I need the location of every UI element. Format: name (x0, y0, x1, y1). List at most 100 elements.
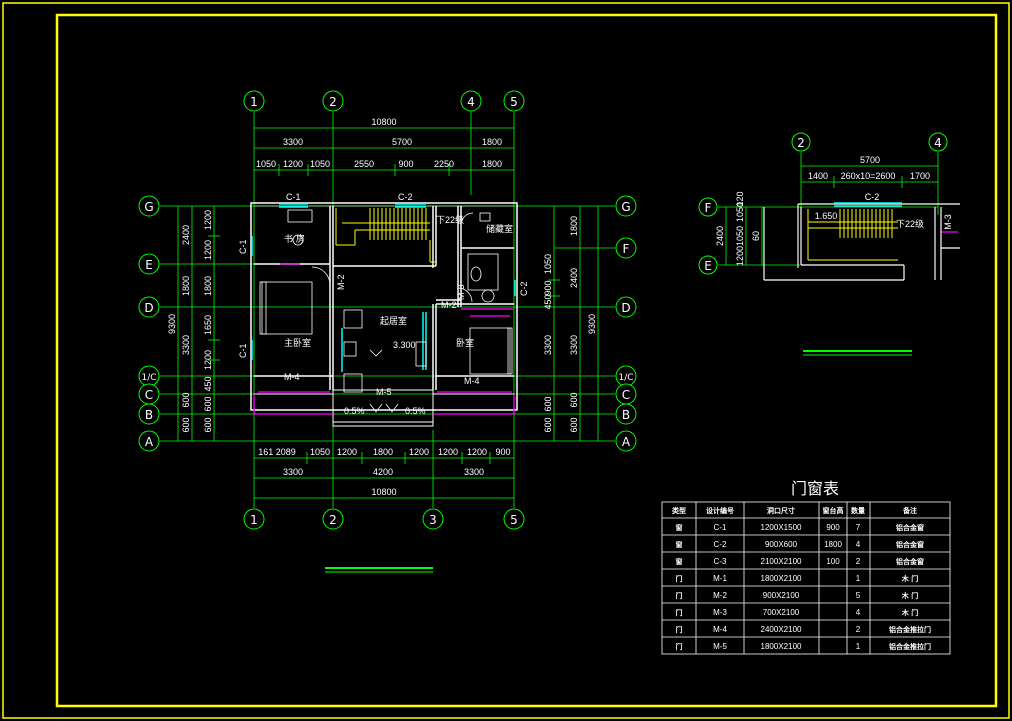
table-grid (661, 501, 951, 655)
table-header-qty: 数量 (851, 506, 865, 515)
bottom-dim-row1-4: 1200 (409, 447, 429, 457)
table-cell-type: 门 (676, 642, 683, 651)
plan-title-underline (325, 567, 433, 573)
table-cell-size: 700X2100 (763, 608, 800, 617)
table-cell-code: C-2 (714, 540, 727, 549)
table-cell-note: 铝合金窗 (896, 540, 924, 549)
left-dim-row2-3: 600 (181, 392, 191, 407)
table-cell-qty: 5 (856, 591, 861, 600)
detail-walls (763, 203, 960, 281)
left-dim-row3-7: 600 (203, 417, 213, 432)
table-cell-code: M-2 (713, 591, 727, 600)
table-cell-note: 木 门 (901, 591, 918, 600)
left-dim-row2-1: 1800 (181, 276, 191, 296)
table-cell-size: 2400X2100 (761, 625, 802, 634)
detail-axis-F: F (705, 201, 712, 215)
detail-axis-E: E (704, 259, 712, 273)
top-dim-row2-2: 1800 (482, 137, 502, 147)
detail-title-underline (803, 350, 912, 356)
room-master-bedroom: 主卧室 (284, 337, 311, 349)
top-dim-row3-3: 2550 (354, 159, 374, 169)
label-c1-left-b: C-1 (238, 343, 248, 358)
table-cell-note: 木 门 (901, 574, 918, 583)
axis-label-left-1C: 1/C (141, 373, 156, 383)
door-swings (311, 212, 474, 413)
table-cell-size: 1200X1500 (761, 523, 802, 532)
room-study: 书 房 (284, 233, 305, 245)
axis-label-top-4: 4 (467, 95, 475, 109)
doors (253, 263, 515, 415)
axis-label-right-F: F (623, 242, 630, 256)
detail-axis-2: 2 (797, 136, 805, 150)
axis-bubbles (138, 90, 637, 530)
table-header-note: 备注 (902, 506, 917, 515)
axis-label-right-1C: 1/C (618, 373, 633, 383)
bottom-dim-row1-3: 1800 (373, 447, 393, 457)
axis-label-right-C: C (622, 388, 630, 402)
axis-label-top-1: 1 (250, 95, 258, 109)
label-c2-right: C-2 (519, 281, 529, 296)
axis-label-bottom-3: 3 (429, 513, 437, 527)
right-dim-row2-3: 600 (569, 392, 579, 407)
detail-windows (834, 202, 902, 207)
label-m5: M-5 (376, 387, 392, 397)
furniture (259, 209, 513, 393)
right-dim-row2-2: 3300 (569, 335, 579, 355)
table-cell-note: 铝合金推拉门 (889, 625, 931, 634)
horizontal-axis-lines (160, 205, 615, 442)
axis-label-top-2: 2 (329, 95, 337, 109)
bottom-dim-row1-5: 1200 (438, 447, 458, 457)
table-cell-size: 2100X2100 (761, 557, 802, 566)
left-dim-row3-2: 1800 (203, 276, 213, 296)
table-cell-size: 1800X2100 (761, 574, 802, 583)
table-cell-note: 铝合金推拉门 (889, 642, 931, 651)
left-dim-row3-6: 600 (203, 396, 213, 411)
table-cell-type: 门 (676, 574, 683, 583)
table-cell-sill: 900 (826, 523, 840, 532)
bottom-dim-row2-1: 4200 (373, 467, 393, 477)
right-dim-row3-5: 600 (543, 417, 553, 432)
bottom-dim-row1-6: 1200 (467, 447, 487, 457)
table-cell-code: M-5 (713, 642, 727, 651)
label-m3: M-3 (456, 285, 466, 301)
table-header-size: 洞口尺寸 (767, 506, 795, 515)
detail-left-dim-2: 1050 (735, 226, 745, 246)
bottom-dim-row2-2: 3300 (464, 467, 484, 477)
label-level: 3.300 (393, 340, 416, 350)
axis-label-left-G: G (144, 200, 153, 214)
bottom-dim-row1-0: 161 2089 (258, 447, 296, 457)
bottom-dimension-lines (254, 452, 514, 499)
top-dim-row3-6: 1800 (482, 159, 502, 169)
table-cell-type: 门 (676, 591, 683, 600)
label-c1-left-a: C-1 (238, 239, 248, 254)
table-cell-note: 铝合金窗 (896, 523, 924, 532)
table-cell-size: 900X600 (765, 540, 798, 549)
axis-label-bottom-5: 5 (510, 513, 518, 527)
stairs (335, 208, 436, 263)
detail-left-dim-5: 60 (751, 231, 761, 241)
left-dimension-lines (177, 206, 220, 441)
bottom-dimension-texts: 161 2089 1050 1200 1800 1200 1200 1200 9… (258, 447, 510, 497)
label-c2-top: C-2 (398, 192, 413, 202)
left-dim-row3-5: 450 (203, 376, 213, 391)
right-dim-row3-4: 600 (543, 396, 553, 411)
top-dim-row2-1: 5700 (392, 137, 412, 147)
left-dim-overall: 9300 (167, 314, 177, 334)
room-bedroom: 卧室 (456, 337, 474, 349)
label-m4-b: M-4 (464, 376, 480, 386)
axis-label-top-5: 5 (510, 95, 518, 109)
top-dim-overall: 10800 (371, 117, 396, 127)
detail-axis-4: 4 (934, 136, 942, 150)
detail-label-m3: M-3 (943, 214, 953, 230)
axis-label-right-B: B (622, 408, 630, 422)
table-cell-type: 门 (676, 625, 683, 634)
right-dim-row2-4: 600 (569, 417, 579, 432)
table-cell-qty: 1 (856, 574, 861, 583)
table-title: 门窗表 (791, 479, 839, 498)
table-cell-qty: 2 (856, 625, 861, 634)
table-cell-qty: 1 (856, 642, 861, 651)
bottom-dim-row1-2: 1200 (337, 447, 357, 457)
